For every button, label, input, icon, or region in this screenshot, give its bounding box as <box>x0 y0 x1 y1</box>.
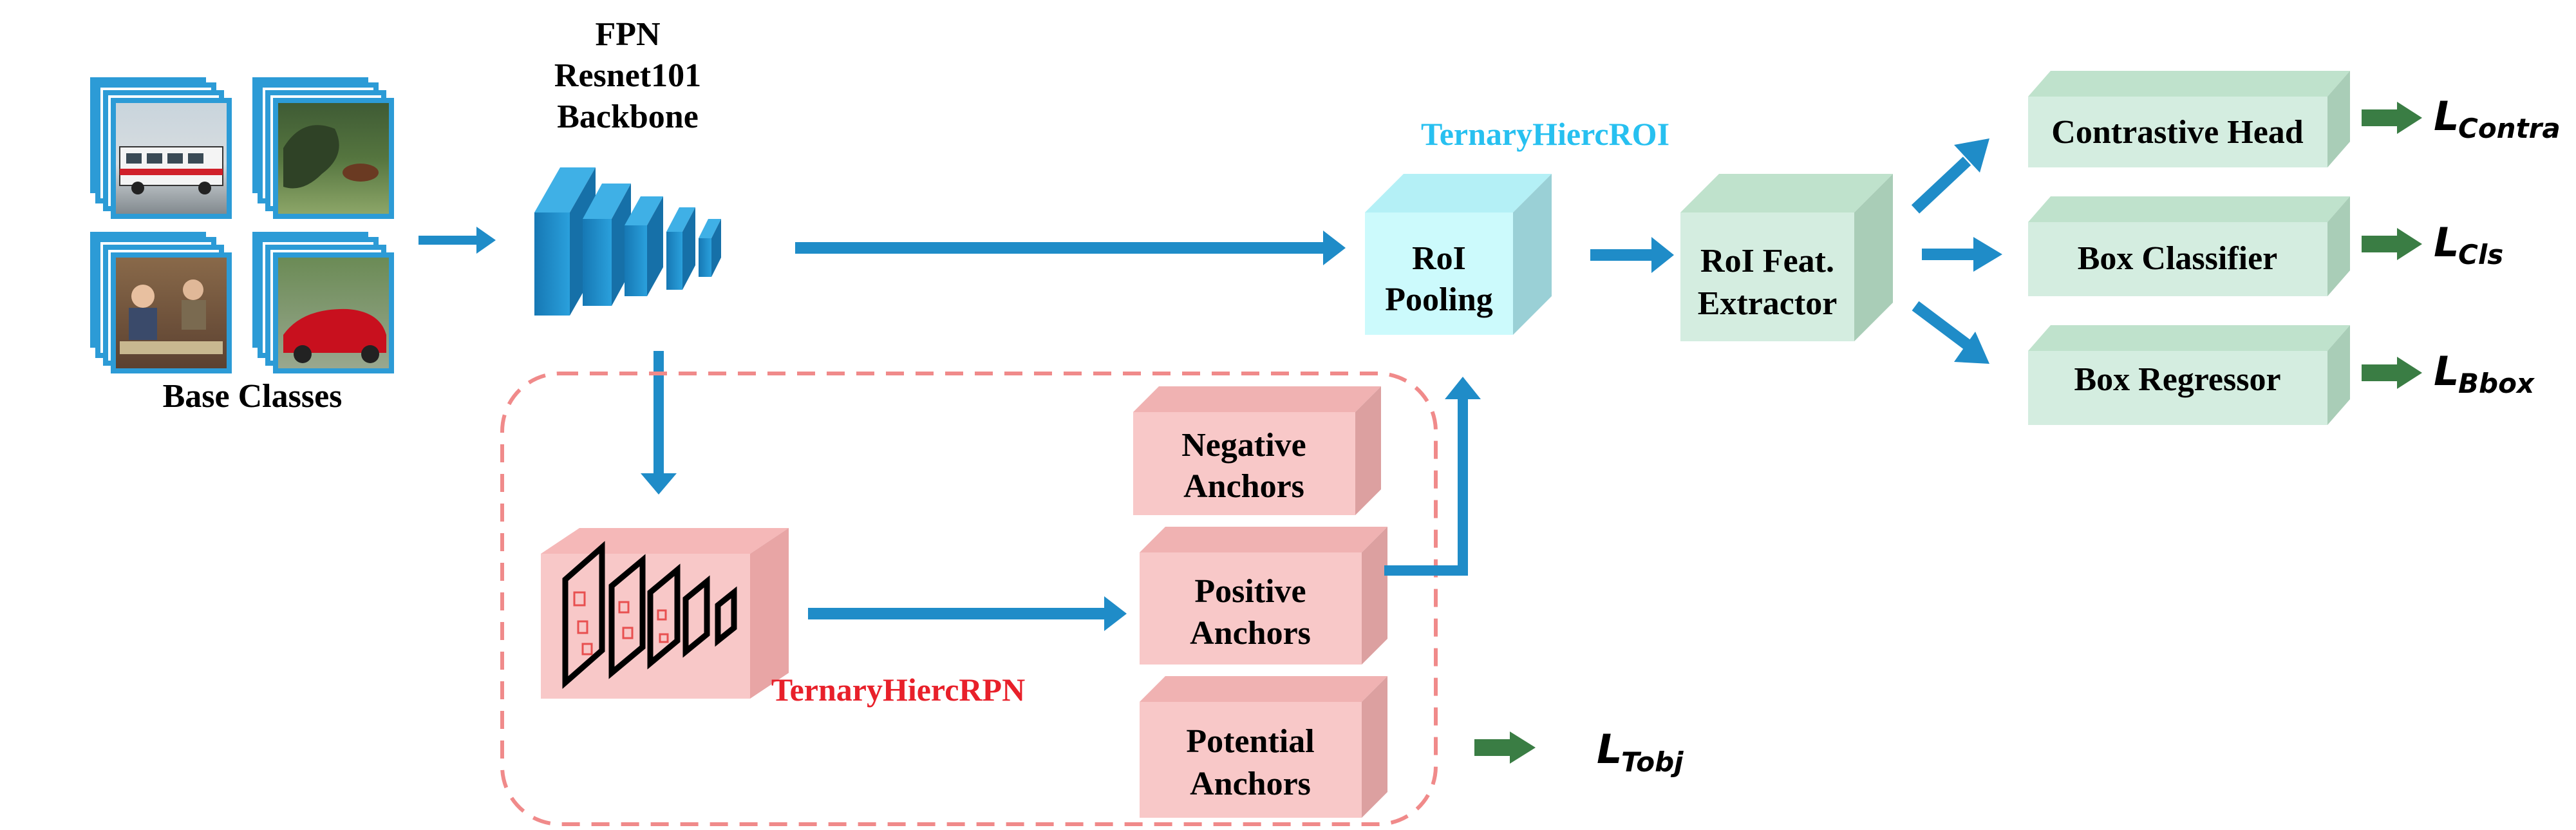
rpn-region-border <box>500 372 1438 826</box>
arrow-extractor-to-contrastive <box>1911 138 1989 214</box>
arrow-roi-to-extractor <box>1590 237 1674 273</box>
box-classifier-box: Box Classifier <box>2028 196 2350 296</box>
negative-anchors-box: Negative Anchors <box>1133 386 1381 515</box>
loss-tobj-symbol: L <box>1597 726 1622 773</box>
box-classifier-label: Box Classifier <box>2078 240 2278 277</box>
feature-extractor-line2: Extractor <box>1698 285 1838 322</box>
positive-anchors-box: Positive Anchors <box>1140 527 1387 665</box>
negative-anchors-line2: Anchors <box>1183 468 1304 505</box>
tobj-loss: L Tobj <box>1474 726 1684 778</box>
feature-extractor-box: RoI Feat. Extractor <box>1680 174 1893 341</box>
loss-cls-symbol: L <box>2434 219 2459 266</box>
negative-anchors-line1: Negative <box>1181 427 1306 464</box>
arrow-input-to-backbone <box>418 227 496 254</box>
input-image-stacks: Base Classes <box>90 77 394 415</box>
backbone-label-line1: FPN <box>595 16 660 53</box>
bus-image-stack <box>90 77 232 219</box>
backbone-layers <box>534 167 721 316</box>
people-image-stack <box>90 232 232 373</box>
cls-loss: L Cls <box>2362 219 2503 270</box>
rpn-feature-cube <box>541 528 789 699</box>
loss-cls-subscript: Cls <box>2458 239 2503 270</box>
loss-bbox-symbol: L <box>2434 348 2459 395</box>
roi-pooling-line1: RoI <box>1412 240 1466 277</box>
rpn-feature-maps <box>562 541 737 689</box>
positive-anchors-line2: Anchors <box>1190 615 1311 652</box>
potential-anchors-line1: Potential <box>1186 723 1314 760</box>
bbox-loss: L Bbox <box>2362 348 2535 399</box>
arrow-rpn-to-positive <box>808 596 1127 631</box>
potential-anchors-line2: Anchors <box>1190 766 1311 802</box>
potential-anchors-box: Potential Anchors <box>1140 676 1387 818</box>
contra-loss: L Contra <box>2362 93 2561 144</box>
backbone: FPN Resnet101 Backbone <box>534 16 721 316</box>
rpn-module-title: TernaryHiercRPN <box>771 672 1025 708</box>
positive-anchors-line1: Positive <box>1194 573 1306 610</box>
contrastive-head-box: Contrastive Head <box>2028 71 2350 167</box>
loss-contra-subscript: Contra <box>2458 113 2561 144</box>
loss-tobj-subscript: Tobj <box>1621 746 1684 778</box>
car-image-stack <box>252 232 394 373</box>
rpn-anchor-boxes <box>573 591 669 656</box>
roi-module-title: TernaryHiercROI <box>1421 116 1669 152</box>
cow-image-stack <box>252 77 394 219</box>
arrow-positive-to-roi-pooling <box>1384 377 1481 576</box>
box-regressor-box: Box Regressor <box>2028 325 2350 425</box>
contrastive-head-label: Contrastive Head <box>2051 114 2303 151</box>
arrow-backbone-to-rpn <box>641 351 677 495</box>
backbone-label-line2: Resnet101 <box>554 57 701 94</box>
roi-pooling-box: TernaryHiercROI RoI Pooling <box>1365 116 1669 335</box>
base-classes-caption: Base Classes <box>163 378 343 415</box>
arrow-extractor-to-regressor <box>1912 301 1989 364</box>
loss-bbox-subscript: Bbox <box>2458 368 2535 399</box>
feature-extractor-line1: RoI Feat. <box>1700 243 1834 279</box>
box-regressor-label: Box Regressor <box>2074 361 2280 398</box>
arrow-extractor-to-classifier <box>1922 237 2002 272</box>
roi-pooling-line2: Pooling <box>1385 281 1493 318</box>
arrow-backbone-to-roi-pooling <box>795 231 1346 265</box>
loss-contra-symbol: L <box>2434 93 2459 140</box>
backbone-label-line3: Backbone <box>557 99 699 135</box>
